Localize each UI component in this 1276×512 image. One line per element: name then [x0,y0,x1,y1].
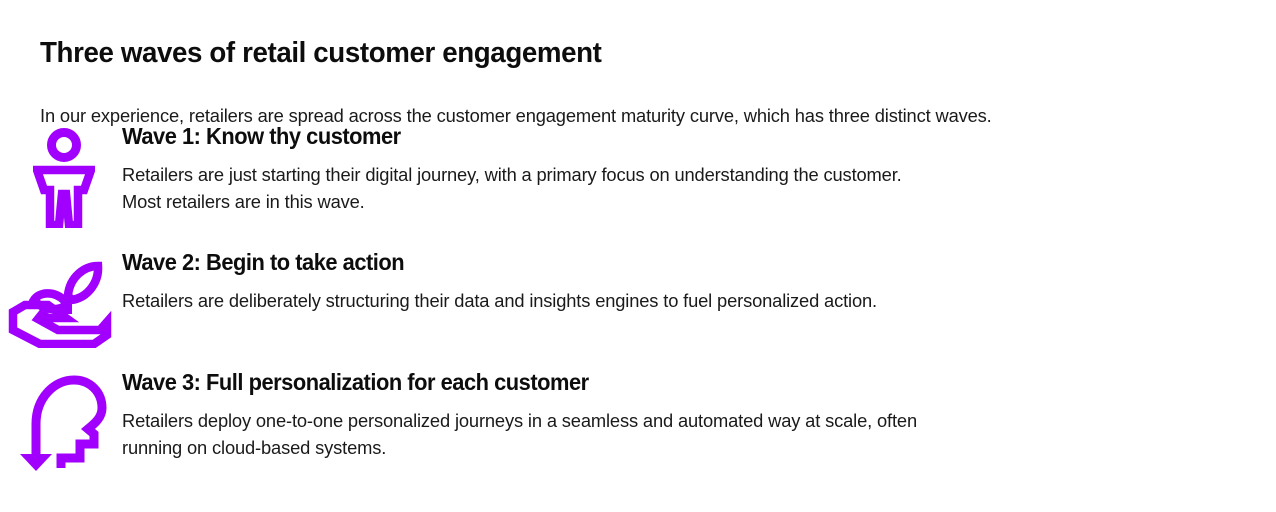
person-icon [0,124,120,228]
wave-2-body: Wave 2: Begin to take action Retailers a… [120,250,885,314]
wave-3-body: Wave 3: Full personalization for each cu… [120,370,925,461]
wave-2-text-line-1: Retailers are deliberately structuring t… [122,290,877,312]
wave-1-body: Wave 1: Know thy customer Retailers are … [120,124,909,215]
page-title: Three waves of retail customer engagemen… [40,37,602,70]
wave-3-text: Retailers deploy one-to-one personalized… [122,407,917,461]
wave-1-text-line-1: Retailers are just starting their digita… [122,164,902,186]
wave-3-text-line-1: Retailers deploy one-to-one personalized… [122,410,917,432]
wave-1-heading: Wave 1: Know thy customer [122,123,401,149]
wave-3-text-line-2: running on cloud-based systems. [122,437,387,459]
wave-item-1: Wave 1: Know thy customer Retailers are … [0,124,1276,250]
wave-1-text-line-2: Most retailers are in this wave. [122,191,365,213]
wave-2-text: Retailers are deliberately structuring t… [122,287,877,314]
page-intro-text: In our experience, retailers are spread … [40,104,992,126]
wave-item-3: Wave 3: Full personalization for each cu… [0,370,1276,496]
waves-list: Wave 1: Know thy customer Retailers are … [0,124,1276,496]
wave-item-2: Wave 2: Begin to take action Retailers a… [0,250,1276,370]
hand-with-sprout-icon [0,250,120,348]
wave-2-heading: Wave 2: Begin to take action [122,249,405,275]
head-profile-arrow-icon [0,370,120,472]
wave-3-heading: Wave 3: Full personalization for each cu… [122,369,589,395]
wave-1-text: Retailers are just starting their digita… [122,161,902,215]
